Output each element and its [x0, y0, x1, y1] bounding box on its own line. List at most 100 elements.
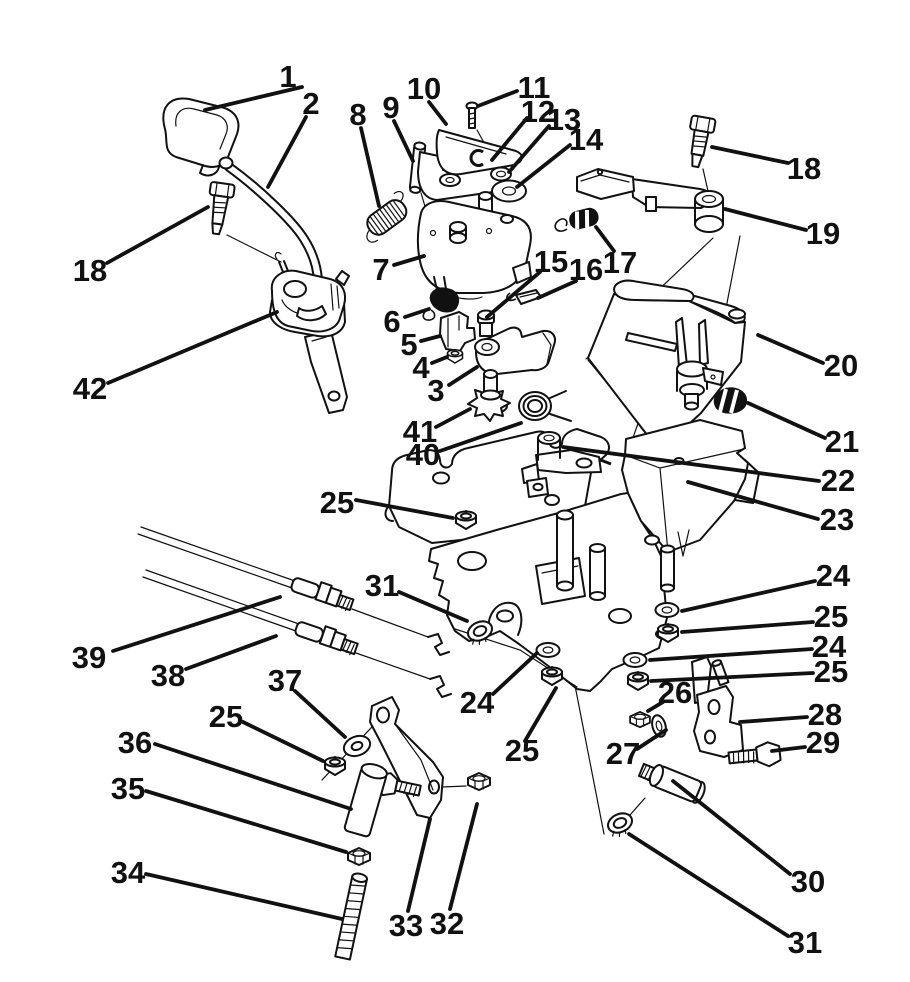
callout-leader-39-33 [111, 595, 282, 653]
callout-leader-2-1 [266, 115, 308, 189]
diagram-artwork [137, 97, 782, 961]
callout-leader-40-22 [438, 421, 523, 453]
callout-label-13-7: 13 [547, 102, 581, 137]
part-pivot-link-22 [521, 431, 602, 498]
callout-label-31-49: 31 [788, 925, 822, 960]
part-cable-upper [137, 526, 450, 656]
callout-leader-17-13 [594, 225, 616, 253]
part-lever-pivot-bracket [269, 251, 350, 338]
callout-leader-18-9 [710, 145, 790, 165]
part-speed-selector-arm [576, 168, 724, 233]
callout-label-31-32: 31 [365, 568, 399, 603]
part-bolt-18-left [208, 181, 236, 236]
callout-label-15-11: 15 [534, 244, 568, 279]
callout-leader-7-14 [392, 254, 426, 267]
callout-label-26-37: 26 [658, 675, 692, 710]
part-shift-bracket [587, 279, 746, 448]
callout-leader-24-28 [680, 579, 817, 613]
callout-leader-16-12 [536, 279, 578, 300]
callout-label-25-31: 25 [814, 654, 848, 689]
callout-label-5-17: 5 [400, 327, 417, 362]
callout-leader-24-36 [491, 651, 539, 696]
part-gear-housing [416, 191, 532, 300]
callout-label-28-41: 28 [808, 697, 842, 732]
callout-leader-9-3 [392, 119, 415, 163]
callout-label-33-46: 33 [389, 908, 423, 943]
part-locknut-25g [324, 756, 346, 776]
callout-label-24-36: 24 [460, 685, 495, 720]
callout-label-18-9: 18 [787, 151, 821, 186]
callout-leader-21-24 [746, 401, 827, 440]
part-washer-13 [490, 166, 512, 182]
callout-leader-34-45 [144, 872, 344, 921]
callout-leader-6-16 [403, 307, 431, 319]
callout-leader-22-25 [561, 445, 821, 483]
part-washer-24d [622, 652, 648, 668]
callout-label-23-26: 23 [820, 502, 854, 537]
callout-leader-19-10 [723, 207, 808, 232]
callout-label-2-1: 2 [302, 86, 319, 121]
callout-leader-8-2 [359, 126, 381, 208]
callout-leader-37-35 [293, 689, 347, 739]
part-plug-21 [713, 387, 747, 414]
callout-leader-25-38 [241, 720, 325, 763]
callout-leader-5-17 [419, 334, 442, 343]
part-washer-24b [654, 602, 680, 618]
callout-leader-4-18 [430, 355, 449, 365]
part-threaded-rod-34 [334, 872, 369, 961]
callout-leader-1-0 [203, 85, 304, 112]
part-retaining-ring-12 [469, 149, 484, 167]
callout-leader-26-37 [646, 700, 665, 713]
callout-leader-42-20 [106, 310, 279, 385]
part-extension-spring [366, 190, 408, 243]
part-bracket-5 [439, 311, 476, 352]
part-nut-32 [467, 772, 491, 791]
callout-leader-38-34 [184, 634, 278, 671]
callout-label-17-13: 17 [603, 245, 637, 280]
callout-leader-29-42 [770, 745, 807, 753]
part-bushing-31-mid [467, 620, 493, 646]
callout-label-20-23: 20 [824, 348, 858, 383]
callout-label-24-28: 24 [816, 558, 851, 593]
callout-label-24-30: 24 [812, 629, 847, 664]
callout-label-39-33: 39 [72, 640, 106, 675]
callout-leader-36-43 [153, 742, 353, 811]
part-washer-24f [535, 642, 561, 658]
callout-leader-28-41 [738, 715, 809, 724]
callout-label-41-21: 41 [403, 414, 437, 449]
callout-label-27-40: 27 [606, 736, 640, 771]
callout-label-25-29: 25 [814, 599, 848, 634]
part-spacer-36 [343, 762, 388, 838]
callout-label-1-0: 1 [279, 59, 296, 94]
callout-label-34-45: 34 [111, 855, 146, 890]
callout-label-6-16: 6 [383, 304, 400, 339]
callout-leader-15-11 [485, 270, 542, 319]
callout-leader-20-23 [756, 333, 825, 365]
part-bolt-29 [727, 741, 782, 768]
callout-label-4-18: 4 [412, 350, 430, 385]
callout-label-42-20: 42 [73, 371, 107, 406]
part-nut-4 [446, 348, 464, 364]
callout-leader-18-15 [105, 205, 210, 265]
callout-leader-3-19 [447, 365, 479, 387]
callout-label-25-39: 25 [505, 733, 539, 768]
callout-label-25-38: 25 [209, 699, 243, 734]
callout-label-40-22: 40 [406, 437, 440, 472]
callout-leader-23-26 [686, 480, 820, 521]
part-nut-26 [629, 711, 651, 729]
callout-leader-32-47 [448, 802, 479, 911]
callout-label-12-6: 12 [521, 94, 555, 129]
callout-label-32-47: 32 [430, 906, 464, 941]
callout-label-21-24: 21 [825, 424, 859, 459]
callout-label-8-2: 8 [349, 97, 366, 132]
part-screw-11 [465, 101, 479, 129]
callout-leader-25-27 [354, 498, 455, 520]
part-swivel-clip [422, 276, 460, 321]
callout-label-9-3: 9 [382, 90, 399, 125]
part-detent-star [467, 369, 511, 422]
callout-leader-25-39 [523, 686, 558, 743]
part-nut-35 [347, 847, 371, 866]
callout-label-3-19: 3 [427, 373, 444, 408]
